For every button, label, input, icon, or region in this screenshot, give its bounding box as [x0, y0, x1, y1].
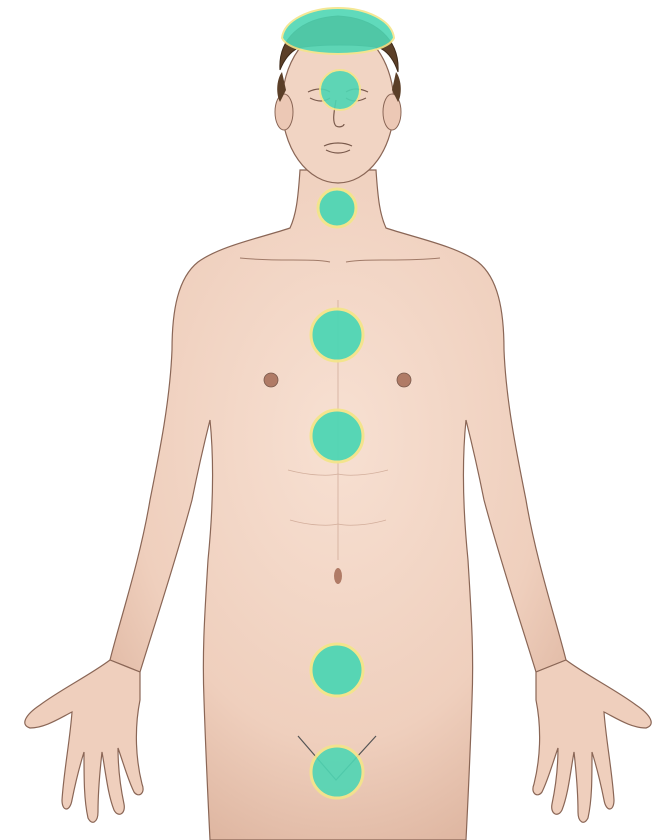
- left-hand: [25, 660, 143, 822]
- marker-throat: [318, 189, 356, 227]
- navel: [334, 568, 342, 584]
- marker-crown: [282, 8, 394, 54]
- marker-heart: [311, 309, 363, 361]
- marker-sacral: [311, 644, 363, 696]
- left-ear: [275, 94, 293, 130]
- marker-root: [311, 746, 363, 798]
- marker-solar-plexus: [311, 410, 363, 462]
- marker-third-eye: [320, 70, 360, 110]
- right-hand: [533, 660, 651, 822]
